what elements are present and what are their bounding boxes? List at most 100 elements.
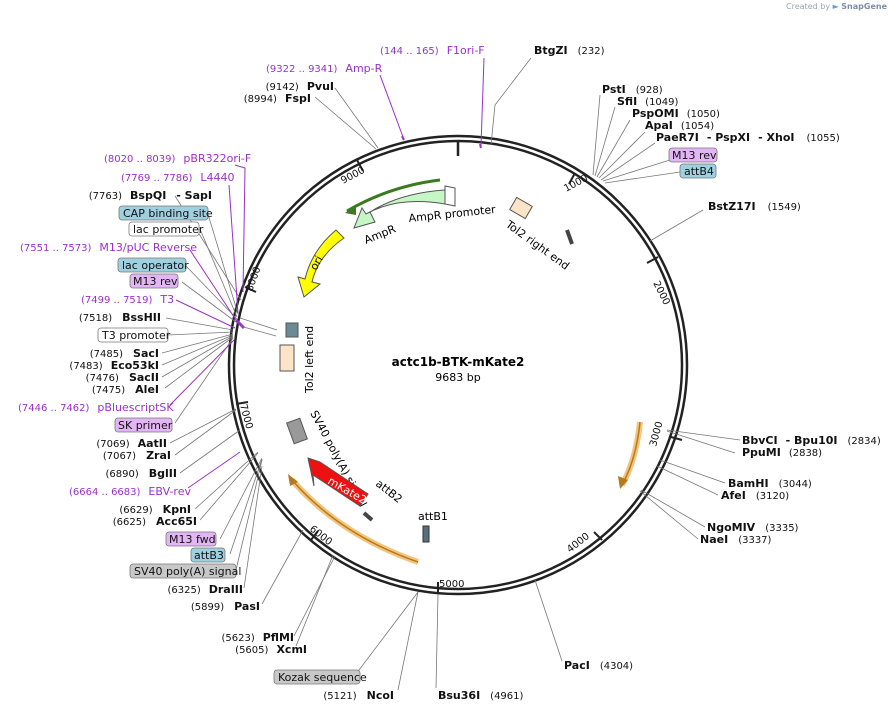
leader-f1ori — [480, 57, 485, 147]
feature-lac-operator[interactable]: lac operator — [117, 257, 189, 273]
site-xcmi[interactable]: (5605)XcmI — [235, 643, 307, 656]
tick-label-3000: 3000 — [648, 420, 665, 447]
amp-r-mark — [401, 135, 405, 141]
tick-9000 — [356, 159, 364, 172]
site-draiii[interactable]: (6325)DraIII — [167, 583, 243, 596]
leader-attb3-box — [229, 458, 263, 555]
leader-ebv-rev — [187, 451, 241, 489]
site-sfii[interactable]: SfiI(1049) — [617, 95, 679, 108]
site-bsshii[interactable]: (7518)BssHII — [79, 311, 161, 324]
site-fspi[interactable]: (8994)FspI — [244, 92, 311, 105]
site-ngomiv[interactable]: NgoMIV(3335) — [707, 521, 799, 534]
site-pspomi-name: PspOMI — [632, 107, 679, 120]
feature-m13rev-left[interactable]: M13 rev — [129, 273, 179, 289]
ampr-orf-head — [345, 205, 356, 215]
site-psti[interactable]: PstI(928) — [602, 83, 663, 96]
leader-sfii — [594, 106, 616, 177]
site-eco53ki-name: Eco53kI — [111, 359, 159, 372]
feature-m13fwd-box — [165, 531, 217, 547]
site-apai[interactable]: ApaI(1054) — [645, 119, 714, 132]
site-pasi-name: PasI — [234, 600, 260, 613]
feature-t3-promoter-box — [97, 327, 169, 343]
feature-attb3-label: attB3 — [194, 549, 224, 562]
leader-apai — [598, 131, 646, 179]
snapgene-credit: Created by ► SnapGene — [786, 2, 887, 11]
feature-lac-operator-box — [117, 257, 187, 273]
feature-t3-promoter-label: T3 promoter — [101, 329, 171, 342]
site-bspqi-group[interactable]: (7763)BspQI- SapI — [89, 189, 212, 202]
site-saci[interactable]: (7485)SacI — [90, 347, 159, 360]
leader-pasi — [261, 529, 304, 605]
feature-attb3-box — [190, 547, 226, 563]
attb1-shape — [422, 525, 430, 543]
feature-attb4[interactable]: attB4 — [679, 163, 717, 179]
leader-sv40-box — [235, 459, 263, 571]
site-aatii[interactable]: (7069)AatII — [96, 437, 167, 450]
attb4-small-shape — [285, 322, 299, 338]
feature-sv40-polya[interactable]: SV40 poly(A) signal — [129, 563, 241, 579]
leader-ncoi — [397, 591, 419, 691]
site-bspqi-name: BspQI — [130, 189, 166, 202]
site-btgzi[interactable]: BtgZI(232) — [534, 44, 605, 57]
site-sacii[interactable]: (7476)SacII — [86, 371, 159, 384]
site-zrai[interactable]: (7067)ZraI — [103, 449, 171, 462]
site-ncoi[interactable]: (5121)NcoI — [323, 689, 394, 702]
leader-btgzi — [490, 57, 532, 146]
site-paci[interactable]: PacI(4304) — [564, 659, 633, 672]
site-afei-name: AfeI — [721, 489, 746, 502]
site-alei[interactable]: (7475)AleI — [92, 383, 159, 396]
feature-lac-promoter[interactable]: lac promoter — [128, 221, 204, 237]
feature-attb3[interactable]: attB3 — [190, 547, 226, 563]
primer-l4440: (7769 .. 7786)L4440 — [121, 171, 235, 184]
feature-m13fwd[interactable]: M13 fwd — [165, 531, 217, 547]
leader-m13rev-box — [602, 159, 671, 182]
leader-kozak — [355, 591, 419, 675]
site-kpni[interactable]: (6629)KpnI — [119, 503, 191, 516]
orf-arrow-left-head — [288, 474, 298, 486]
site-naei[interactable]: NaeI(3337) — [700, 533, 772, 546]
tick-label-2000: 2000 — [650, 279, 671, 307]
site-pasi[interactable]: (5899)PasI — [191, 600, 260, 613]
site-pflmi-name: PflMI — [263, 631, 294, 644]
site-paer7i-group[interactable]: PaeR7I- PspXI- XhoI(1055) — [656, 131, 840, 144]
feature-m13rev-right[interactable]: M13 rev — [668, 147, 718, 163]
site-xcmi-pos: (5605) — [235, 645, 268, 656]
site-bstz17i-name: BstZ17I — [708, 200, 756, 213]
primer-m13puc-name: M13/pUC Reverse — [99, 241, 197, 254]
site-pflmi[interactable]: (5623)PflMI — [221, 631, 294, 644]
site-eco53ki-pos: (7483) — [69, 361, 102, 372]
leader-t3-promoter-box — [167, 331, 234, 336]
tol2-left-shape — [279, 344, 295, 372]
site-pvui[interactable]: (9142)PvuI — [266, 80, 334, 93]
boxed-feature-labels: M13 rev attB4 CAP binding site lac promo… — [97, 147, 718, 685]
tick-8000 — [244, 286, 257, 293]
primer-pbr322ori-range: (8020 .. 8039) — [104, 154, 176, 165]
leader-bsu36i — [435, 593, 439, 689]
site-pspomi[interactable]: PspOMI(1050) — [632, 107, 720, 120]
site-bamhi-pos: (3044) — [779, 479, 812, 490]
site-eco53ki[interactable]: (7483) Eco53kI — [69, 359, 159, 372]
inner-features: AmpR promoter AmpR ori Tol2 right end To… — [234, 135, 643, 565]
site-bbvci-group[interactable]: BbvCI- Bpu10I(2834) — [742, 434, 881, 447]
leader-pbluescriptsk — [169, 339, 235, 406]
site-bamhi[interactable]: BamHI(3044) — [728, 477, 812, 490]
site-bglii[interactable]: (6890)BglII — [106, 467, 177, 480]
feature-t3-promoter[interactable]: T3 promoter — [97, 327, 171, 343]
site-bsu36i[interactable]: Bsu36I(4961) — [438, 689, 524, 702]
site-ppumi[interactable]: PpuMI(2838) — [742, 446, 822, 459]
site-bpu10i-name: - Bpu10I — [786, 434, 838, 447]
feature-cap-binding-site[interactable]: CAP binding site — [118, 205, 213, 221]
site-afei[interactable]: AfeI(3120) — [721, 489, 789, 502]
site-acc65i[interactable]: (6625)Acc65I — [113, 515, 197, 528]
site-apai-name: ApaI — [645, 119, 673, 132]
site-bstz17i[interactable]: BstZ17I(1549) — [708, 200, 801, 213]
feature-sk-primer[interactable]: SK primer — [114, 417, 173, 433]
site-zrai-pos: (7067) — [103, 451, 136, 462]
primer-amp-r: (9322 .. 9341)Amp-R — [266, 62, 383, 75]
attb2-shape — [362, 511, 374, 522]
feature-kozak-sequence[interactable]: Kozak sequence — [273, 669, 367, 685]
leader-saci — [161, 333, 234, 354]
orf-arrow-right-head — [618, 476, 628, 489]
tick-1000 — [568, 172, 576, 185]
